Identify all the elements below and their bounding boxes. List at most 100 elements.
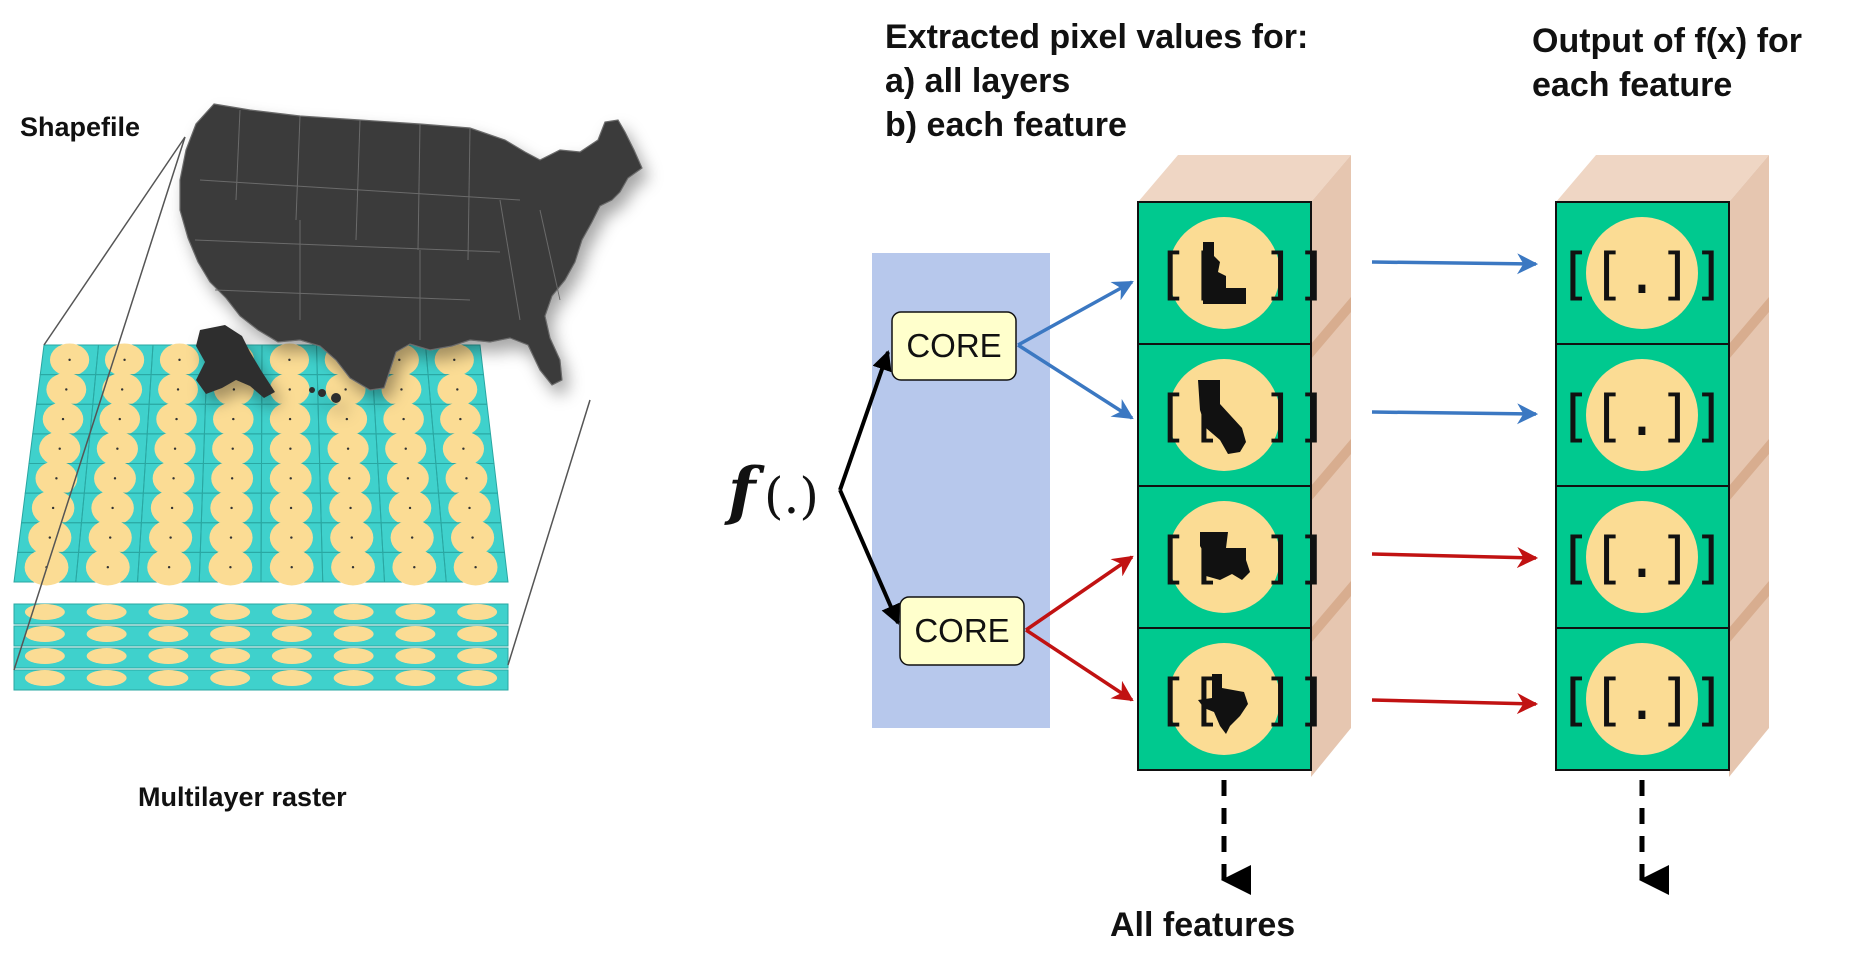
raster-cell-circle	[333, 670, 374, 686]
raster-cell-center	[289, 506, 293, 510]
middle-heading-line-1: Extracted pixel values for:	[885, 18, 1308, 56]
raster-cell-circle	[86, 648, 127, 664]
raster-cell-circle	[457, 626, 498, 642]
left-panel: Shapefile Multilayer raster	[13, 103, 643, 812]
raster-cell-center	[350, 536, 353, 539]
raster-cell-circle	[210, 648, 251, 664]
right-cell-1: [[.]]	[1555, 201, 1730, 345]
core2-to-louisiana-arrow	[1025, 555, 1134, 632]
function-symbol: f	[724, 454, 765, 529]
raster-cell-center	[229, 536, 233, 539]
middle-heading-line-3: b) each feature	[885, 106, 1127, 144]
right-column: Output of f(x) for each feature [[.]] [[…	[1532, 22, 1802, 895]
raster-cell-center	[109, 536, 112, 539]
raster-cell-center	[288, 358, 291, 362]
output-value: [[.]]	[1558, 526, 1727, 591]
raster-cell-circle	[457, 604, 498, 620]
core2-to-texas-arrow	[1025, 628, 1134, 702]
output-value: [[.]]	[1558, 668, 1727, 733]
raster-cell-center	[118, 417, 121, 421]
raster-cell-circle	[271, 648, 312, 664]
function-section: f (.) CORE CORE	[724, 253, 1134, 728]
raster-cell-center	[68, 358, 71, 362]
output-arrows	[1371, 253, 1539, 715]
svg-text:]]: ]]	[1262, 668, 1329, 733]
raster-cell-center	[344, 388, 347, 391]
raster-label: Multilayer raster	[138, 782, 347, 812]
alaska-icon	[196, 325, 275, 398]
raster-cell-center	[232, 388, 236, 391]
raster-cell-center	[111, 506, 114, 510]
raster-cell-center	[58, 447, 61, 450]
raster-cell-circle	[86, 604, 127, 620]
core-box-2: CORE	[899, 596, 1025, 666]
svg-text:]]: ]]	[1262, 384, 1329, 449]
raster-cell-center	[453, 358, 456, 362]
raster-cell-center	[349, 506, 352, 510]
middle-cell-texas: [[ ]]	[1137, 627, 1329, 771]
raster-cell-center	[288, 388, 291, 391]
louisiana-icon	[1200, 532, 1250, 580]
raster-cell-center	[48, 536, 52, 539]
raster-cell-center	[408, 506, 412, 510]
raster-cell-circle	[271, 670, 312, 686]
raster-cell-center	[289, 447, 292, 450]
texas-output-arrow	[1371, 693, 1539, 715]
raster-cell-circle	[148, 604, 189, 620]
raster-cell-center	[345, 417, 349, 421]
core-label: CORE	[914, 612, 1009, 649]
raster-cell-circle	[395, 604, 436, 620]
raster-cell-center	[173, 447, 177, 450]
svg-text:]]: ]]	[1262, 242, 1329, 307]
raster-cell-center	[232, 417, 235, 421]
idaho-output-arrow	[1371, 253, 1539, 275]
raster-cell-circle	[333, 604, 374, 620]
raster-cell-center	[113, 477, 117, 480]
raster-cell-center	[178, 358, 181, 362]
core1-to-california-arrow	[1017, 343, 1134, 420]
raster-cell-circle	[457, 670, 498, 686]
raster-cell-circle	[24, 626, 65, 642]
raster-cell-center	[230, 477, 234, 480]
right-heading-line-1: Output of f(x) for	[1532, 22, 1802, 60]
raster-cell-circle	[210, 626, 251, 642]
raster-layer	[13, 647, 509, 669]
all-features-label: All features	[1110, 906, 1295, 944]
projection-line-left	[43, 136, 186, 346]
raster-cell-circle	[148, 626, 189, 642]
right-cell-4: [[.]]	[1555, 627, 1730, 771]
projection-line-left-lower	[13, 136, 186, 671]
raster-cell-circle	[271, 604, 312, 620]
raster-cell-center	[106, 565, 110, 569]
usa-map-icon	[179, 103, 643, 403]
raster-cell-center	[55, 477, 58, 480]
raster-cell-center	[65, 388, 68, 391]
raster-cell-center	[400, 388, 403, 391]
raster-cell-center	[170, 506, 174, 510]
raster-cell-circle	[395, 648, 436, 664]
raster-cell-circle	[271, 626, 312, 642]
raster-layer	[13, 669, 509, 691]
raster-cell-circle	[24, 604, 65, 620]
shapefile-label: Shapefile	[20, 112, 140, 142]
raster-cell-center	[351, 565, 355, 569]
raster-cell-center	[468, 506, 471, 510]
raster-cell-center	[167, 565, 171, 569]
raster-cell-center	[290, 536, 293, 539]
raster-cell-center	[116, 447, 119, 450]
texas-icon	[1198, 674, 1248, 734]
raster-cell-circle	[395, 670, 436, 686]
branch-arrow-up	[838, 350, 892, 491]
raster-cell-center	[231, 447, 234, 450]
raster-cell-center	[176, 388, 180, 391]
middle-cell-louisiana: [[ ]]	[1137, 485, 1329, 629]
svg-text:]]: ]]	[1262, 526, 1329, 591]
raster-cell-center	[456, 388, 459, 391]
raster-cell-center	[398, 358, 401, 362]
raster-cell-circle	[210, 670, 251, 686]
raster-cell-circle	[395, 626, 436, 642]
raster-cell-center	[471, 536, 474, 539]
raster-layer	[13, 603, 509, 625]
raster-cell-center	[289, 477, 292, 480]
